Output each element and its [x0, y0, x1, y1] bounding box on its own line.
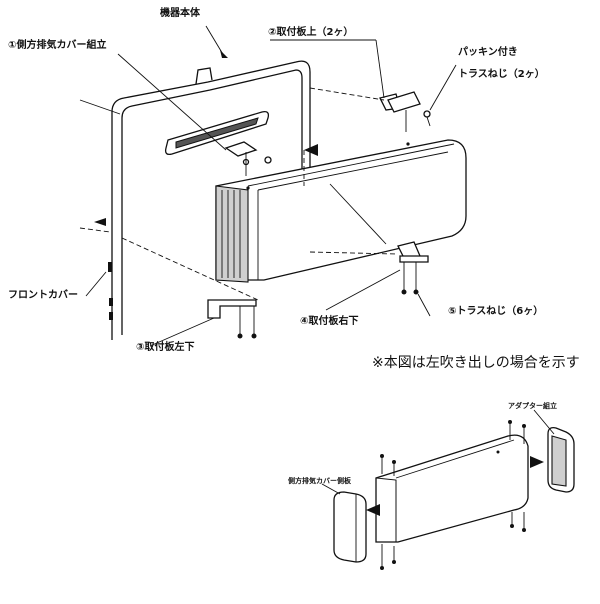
bracket-bottom-left — [207, 299, 257, 339]
leader-lines — [79, 25, 457, 347]
label-packing: パッキン付き — [458, 47, 518, 58]
side-plate-leader — [321, 483, 341, 495]
label-bracket-bottom-right: ④取付板右下 — [300, 316, 359, 327]
arrow-adapter — [530, 456, 544, 468]
bracket-bottom-right — [397, 241, 429, 295]
label-front-cover: フロントカバー — [8, 290, 78, 301]
side-cover-plate-part — [333, 491, 367, 563]
label-bracket-bottom-left: ③取付板左下 — [136, 342, 195, 353]
label-side-exhaust-cover: ①側方排気カバー組立 — [8, 40, 107, 51]
top-bracket-left — [224, 141, 258, 176]
arrow-to-box — [366, 504, 380, 516]
label-truss-screw-2: トラスねじ（2ヶ） — [458, 69, 545, 80]
sub-diagram-cover-box — [375, 434, 529, 543]
diagram-note: ※本図は左吹き出しの場合を示す — [372, 355, 580, 371]
label-unit-body: 機器本体 — [160, 8, 200, 19]
label-bracket-top: ②取付板上（2ヶ） — [268, 27, 354, 38]
arrow-body-right — [304, 144, 318, 156]
adapter-leader — [533, 409, 555, 435]
label-adapter: アダプター組立 — [508, 402, 557, 410]
sub-diagram-screws — [380, 420, 526, 570]
label-truss-screw-6: ⑤トラスねじ（6ヶ） — [448, 306, 544, 317]
top-bracket-right — [379, 91, 421, 132]
exhaust-opening — [164, 110, 270, 156]
arrow-left-side — [94, 218, 106, 226]
adapter-part — [547, 426, 575, 493]
assembly-guide-lines — [79, 87, 397, 301]
packing-screw-top — [423, 110, 431, 127]
unit-body-frame — [108, 60, 311, 340]
packing-screw-center — [264, 156, 272, 164]
label-side-cover-plate: 側方排気カバー側板 — [288, 477, 351, 485]
